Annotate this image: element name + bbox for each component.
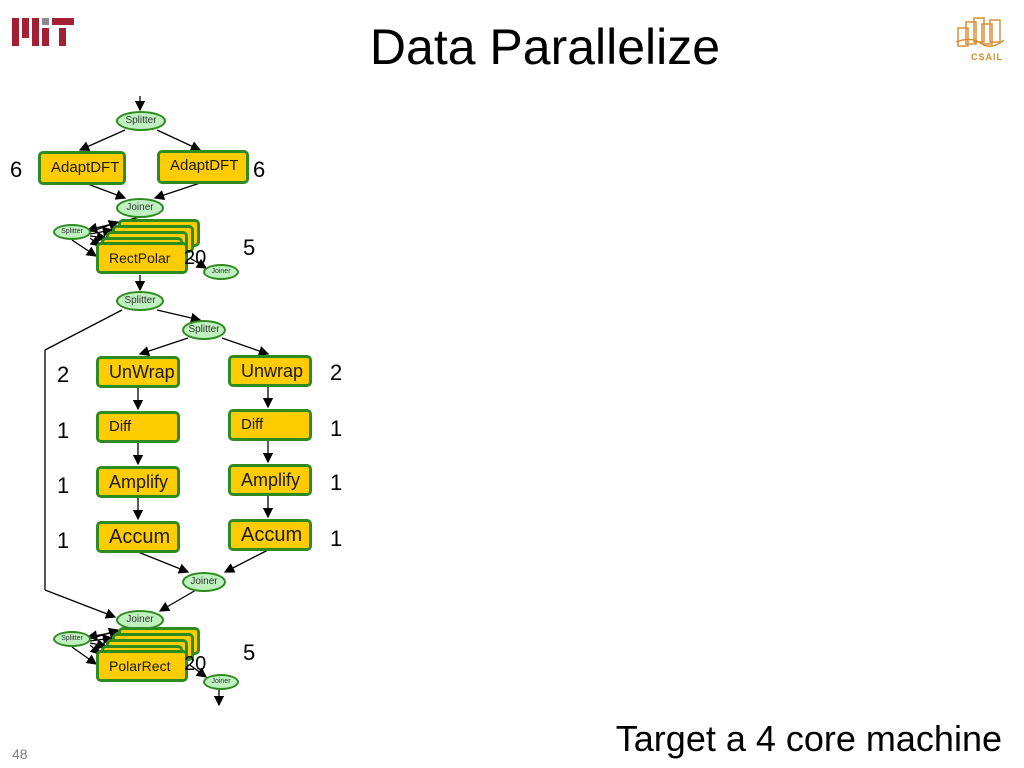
diff-right-filter: Diff — [228, 409, 312, 441]
unwrap-left-filter: UnWrap — [96, 356, 180, 388]
adaptdft-right-filter: AdaptDFT — [157, 150, 249, 184]
unwrap-left-work: 2 — [57, 362, 70, 387]
amplify-left-filter: Amplify — [96, 466, 180, 498]
unwrap-right-filter: Unwrap — [228, 355, 312, 387]
accum-right-work: 1 — [330, 526, 343, 551]
rectpolar-count: 20 — [184, 247, 207, 269]
splitter-polarrect: Splitter — [53, 631, 91, 647]
joiner-1: Joiner — [116, 198, 164, 218]
adaptdft-right-work: 6 — [253, 157, 266, 182]
adaptdft-left-filter: AdaptDFT — [38, 151, 126, 185]
splitter-top: Splitter — [116, 111, 166, 131]
joiner-rectpolar: Joiner — [203, 264, 239, 280]
diff-right-work: 1 — [330, 416, 343, 441]
unwrap-right-work: 2 — [330, 360, 343, 385]
adaptdft-left-work: 6 — [10, 157, 23, 182]
joiner-polarrect: Joiner — [203, 674, 239, 690]
amplify-left-work: 1 — [57, 473, 70, 498]
footer-caption: Target a 4 core machine — [615, 718, 1002, 759]
polarrect-count: 20 — [184, 653, 207, 675]
page-number: 48 — [12, 746, 28, 762]
accum-left-work: 1 — [57, 528, 70, 553]
csail-logo-text: CSAIL — [971, 52, 1003, 62]
rectpolar-work: 5 — [243, 235, 256, 260]
splitter-3: Splitter — [182, 320, 226, 340]
splitter-2: Splitter — [116, 291, 164, 311]
rectpolar-filter: RectPolar — [96, 242, 188, 274]
splitter-rectpolar: Splitter — [53, 224, 91, 240]
joiner-2: Joiner — [182, 572, 226, 592]
slide-title: Data Parallelize — [369, 19, 721, 75]
polarrect-work: 5 — [243, 640, 256, 665]
csail-logo — [955, 17, 1005, 47]
diff-left-work: 1 — [57, 418, 70, 443]
diff-left-filter: Diff — [96, 411, 180, 443]
accum-right-filter: Accum — [228, 519, 312, 551]
amplify-right-work: 1 — [330, 470, 343, 495]
accum-left-filter: Accum — [96, 521, 180, 553]
polarrect-filter: PolarRect — [96, 650, 188, 682]
amplify-right-filter: Amplify — [228, 464, 312, 496]
mit-logo — [12, 18, 74, 46]
